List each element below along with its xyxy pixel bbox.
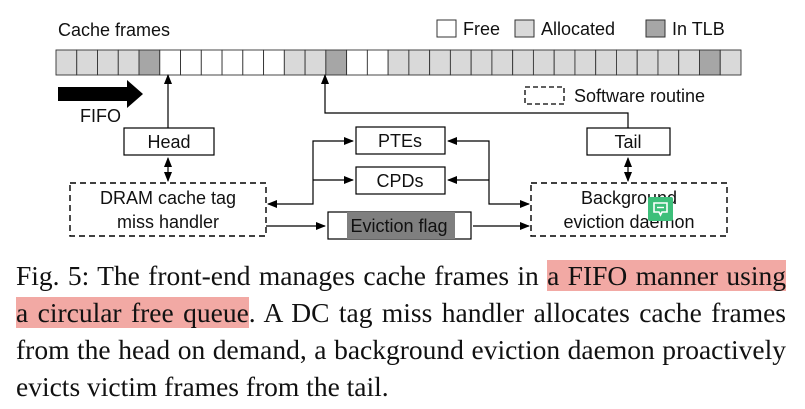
- legend: Free Allocated In TLB: [436, 19, 725, 39]
- legend-label-allocated: Allocated: [541, 19, 615, 39]
- cache-frame-cell: [304, 49, 327, 76]
- cache-frame-cell: [283, 49, 306, 76]
- ptes-box: [355, 126, 446, 155]
- cache-frame-cell: [346, 49, 368, 76]
- miss-handler-line2: miss handler: [117, 212, 219, 232]
- miss-handler-line1: DRAM cache tag: [100, 188, 236, 208]
- cache-frame-cell: [574, 49, 597, 76]
- fifo-label: FIFO: [80, 106, 121, 126]
- cache-frame-cell: [449, 49, 472, 76]
- legend-swatch-free: [436, 19, 457, 38]
- cache-frame-cell: [595, 49, 617, 76]
- cpds-label: CPDs: [376, 171, 423, 191]
- cache-frame-cell: [263, 49, 285, 76]
- legend-label-free: Free: [463, 19, 500, 39]
- caption-suffix: . A DC tag miss handler allocates cache …: [16, 297, 787, 402]
- head-label: Head: [147, 132, 190, 152]
- cache-frame-cell: [512, 49, 534, 76]
- eviction-daemon-box: [530, 182, 728, 237]
- cache-frame-cell: [117, 49, 140, 76]
- cache-frame-cell: [532, 49, 555, 76]
- cache-frame-cell: [636, 49, 659, 76]
- legend-swatch-in-tlb: [645, 19, 666, 38]
- cpds-box: [355, 166, 446, 195]
- cache-frame-cell: [678, 49, 700, 76]
- comment-note-icon[interactable]: [648, 197, 673, 221]
- cache-frame-cell: [366, 49, 389, 76]
- cache-frame-cell: [616, 49, 638, 76]
- cache-frame-cell: [470, 49, 493, 76]
- cache-frame-cell: [55, 49, 78, 76]
- tail-box: [586, 127, 671, 156]
- tail-to-strip-arrow: [321, 74, 629, 128]
- head-box: [123, 127, 215, 156]
- cache-frame-cell: [491, 49, 514, 76]
- cache-frame-cell: [553, 49, 576, 76]
- cache-frame-cell: [97, 49, 119, 76]
- cache-frame-cell: [408, 49, 431, 76]
- cache-frame-cell: [180, 49, 202, 76]
- cache-frame-strip: [55, 49, 742, 76]
- figure-diagram: Cache frames Free Allocated In TLB FIFO …: [55, 19, 742, 240]
- cache-frame-cell: [221, 49, 244, 76]
- cache-frame-cell: [699, 49, 721, 76]
- cache-frame-cell: [325, 49, 348, 76]
- figure-caption: Fig. 5: The front-end manages cache fram…: [16, 257, 786, 405]
- tail-label: Tail: [614, 132, 641, 152]
- cache-frame-cell: [719, 49, 742, 76]
- caption-prefix: Fig. 5: The front-end manages cache fram…: [16, 260, 548, 291]
- ptes-label: PTEs: [378, 131, 422, 151]
- cache-frames-label: Cache frames: [58, 20, 170, 40]
- eviction-flag-label: Eviction flag: [350, 216, 447, 236]
- cache-frame-cell: [657, 49, 680, 76]
- eviction-flag-highlight: [347, 212, 455, 239]
- cache-frame-cell: [76, 49, 98, 76]
- fifo-arrow: [58, 80, 143, 108]
- miss-handler-box: [69, 182, 267, 237]
- legend-swatch-allocated: [514, 19, 535, 38]
- ptes-daemon-arrow: [447, 137, 530, 208]
- eviction-daemon-line2: eviction daemon: [563, 212, 694, 232]
- cache-frame-cell: [387, 49, 410, 76]
- software-routine-label: Software routine: [574, 86, 705, 106]
- cache-frame-cell: [242, 49, 265, 76]
- cache-frame-cell: [159, 49, 181, 76]
- cache-frame-cell: [429, 49, 451, 76]
- cache-frame-cell: [138, 49, 161, 76]
- software-routine-swatch: [524, 86, 565, 105]
- handler-ptes-arrow: [267, 137, 354, 208]
- cache-frame-cell: [200, 49, 223, 76]
- legend-label-in-tlb: In TLB: [672, 19, 725, 39]
